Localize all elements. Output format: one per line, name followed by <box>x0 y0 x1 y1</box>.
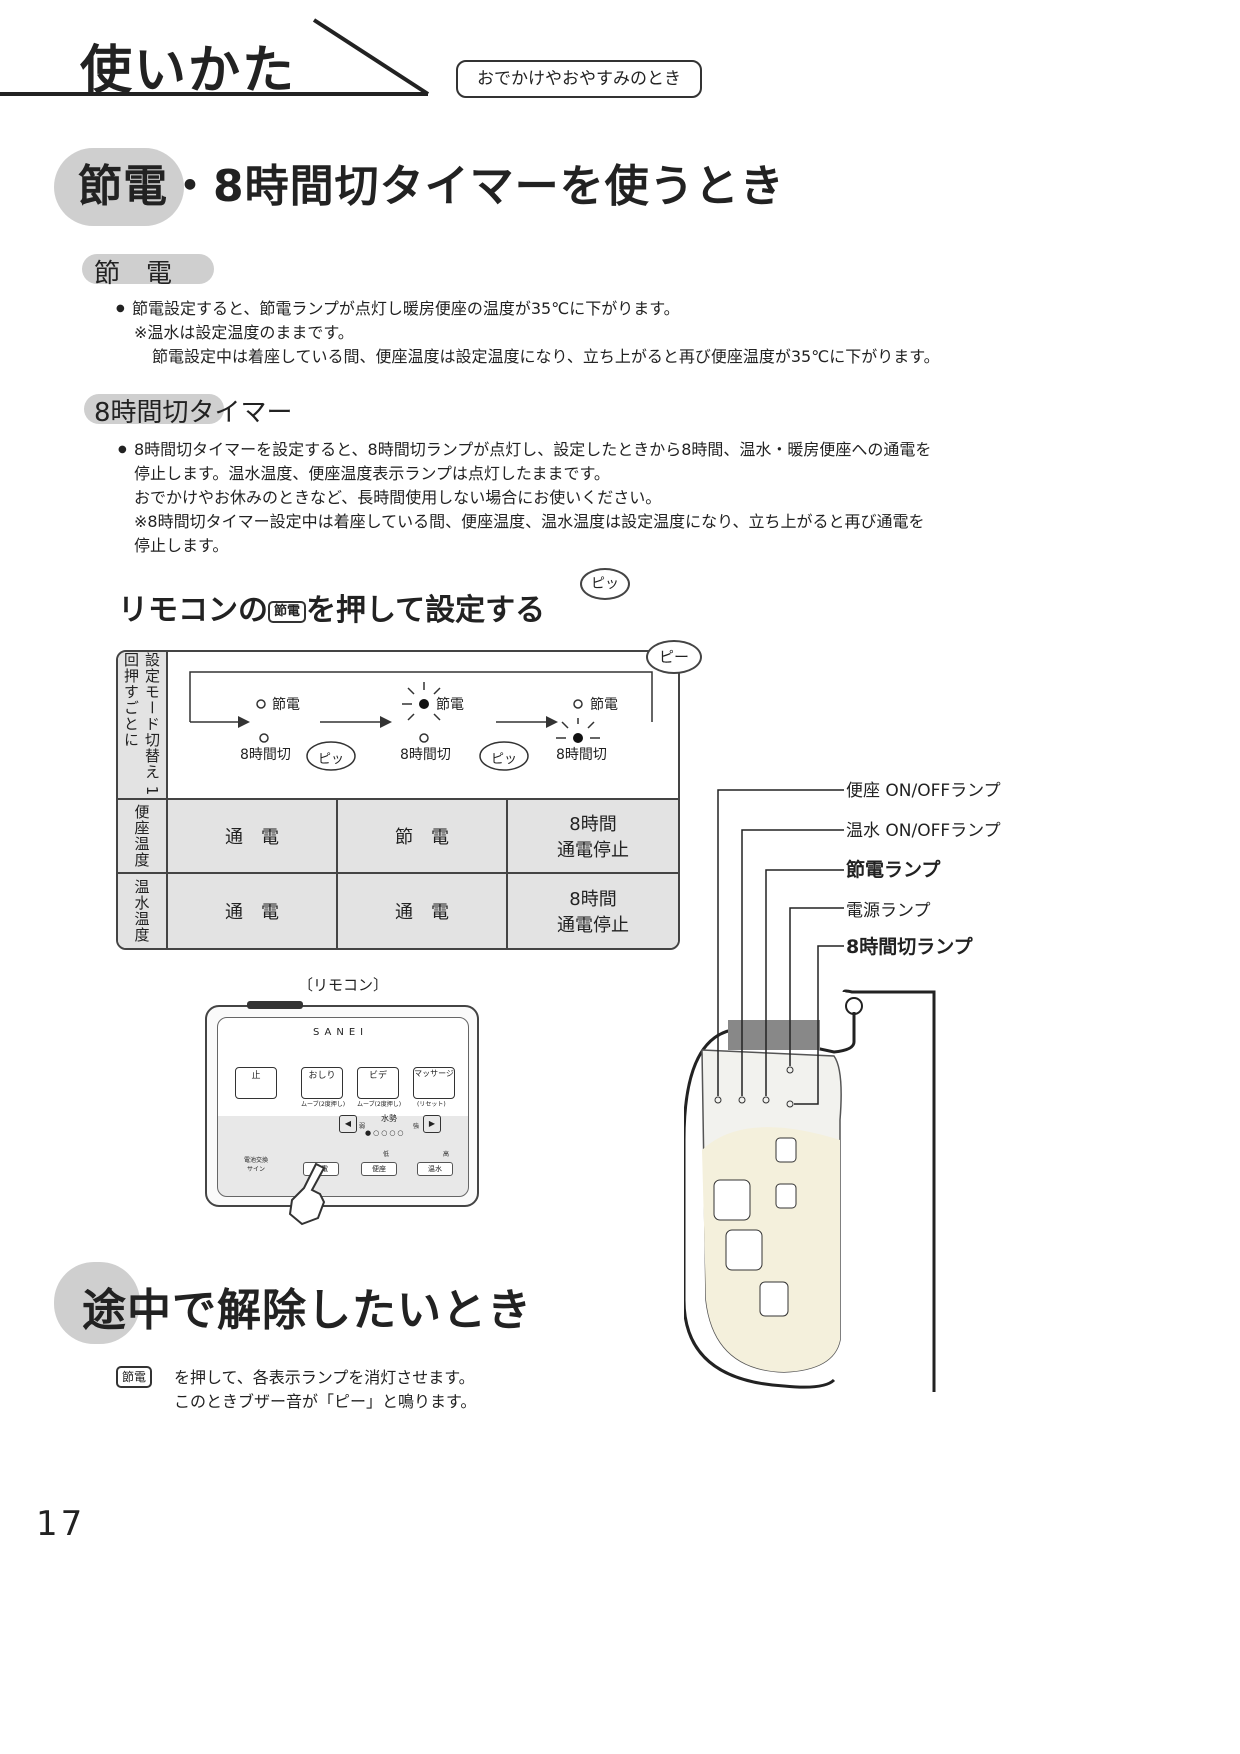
mode-table: 設定モード切替え 1回押すごとに <box>116 650 680 950</box>
section1-title: 節電・8時間切タイマーを使うとき <box>78 161 785 212</box>
sub2-title: 8時間切タイマー <box>94 398 293 428</box>
state3-bottom: 8時間切 <box>556 747 607 763</box>
section2-line-2: このときブザー音が「ピー」と鳴ります。 <box>174 1392 477 1411</box>
cell-seat-2: 節 電 <box>338 800 508 874</box>
subtitle-blob <box>82 254 214 284</box>
instruction: リモコンの節電を押して設定する <box>118 585 545 629</box>
lamp-label-water: 温水 ON/OFFランプ <box>846 821 1001 841</box>
setsuden-key[interactable]: 節電 <box>268 600 307 623</box>
temp-low: 低 <box>383 1151 390 1158</box>
water-low: 弱 <box>359 1123 366 1130</box>
sub1-line-2: ※温水は設定温度のままです。 <box>134 323 354 342</box>
state1-bottom: 8時間切 <box>240 747 291 763</box>
beep-end-bubble: ピー <box>646 640 702 674</box>
remote-massage-button[interactable]: マッサージ <box>413 1067 455 1099</box>
mode-header: 設定モード切替え 1回押すごとに <box>118 652 168 800</box>
lamp-label-seat: 便座 ON/OFFランプ <box>846 781 1001 801</box>
remote-emitter <box>247 1001 303 1009</box>
remote-caption: 〔リモコン〕 <box>298 976 389 994</box>
instruction-suffix: を押して設定する <box>306 593 546 628</box>
sub2-line-2: 停止します。温水温度、便座温度表示ランプは点灯したままです。 <box>134 464 610 483</box>
beep-bubble: ピッ <box>580 568 630 600</box>
section2-setsuden-key[interactable]: 節電 <box>116 1366 153 1388</box>
state2-top: 節電 <box>436 697 464 713</box>
remote: SANEI 止 おしり ビデ マッサージ ムーブ(2度押し) ムーブ(2度押し)… <box>205 1001 479 1207</box>
pointing-hand-icon <box>288 1162 326 1226</box>
mode-sequence-diagram <box>189 671 653 771</box>
instruction-prefix: リモコンの <box>118 593 268 628</box>
beep-1: ピッ <box>318 752 345 767</box>
remote-brand: SANEI <box>313 1027 369 1038</box>
state3-top: 節電 <box>590 697 618 713</box>
remote-note-3: (リセット) <box>417 1101 446 1108</box>
sub2-line-5: 停止します。 <box>134 536 229 555</box>
section2-line-1: を押して、各表示ランプを消灯させます。 <box>174 1368 475 1387</box>
seat-diagram <box>684 789 936 1392</box>
page-number: 17 <box>36 1504 86 1544</box>
sub1-line-1: 節電設定すると、節電ランプが点灯し暖房便座の温度が35℃に下がります。 <box>116 297 680 321</box>
cell-seat-3: 8時間 通電停止 <box>508 800 678 874</box>
header-slash <box>312 18 430 96</box>
remote-note-2: ムーブ(2度押し) <box>357 1101 402 1108</box>
section2-title: 途中で解除したいとき <box>82 1285 532 1336</box>
state2-bottom: 8時間切 <box>400 747 451 763</box>
mode-sequence: 節電 8時間切 節電 8時間切 節電 8時間切 ピッ ピッ <box>168 652 678 800</box>
sub2-line-3: おでかけやお休みのときなど、長時間使用しない場合にお使いください。 <box>134 488 662 507</box>
header-tag: おでかけやおやすみのとき <box>456 60 702 98</box>
battery-sign: 電池交換サイン <box>243 1157 268 1173</box>
beep-2: ピッ <box>491 752 518 767</box>
remote-note-1: ムーブ(2度押し) <box>301 1101 346 1108</box>
remote-seat-button[interactable]: 便座 <box>361 1162 397 1176</box>
row-header-seat: 便座温度 <box>118 800 168 874</box>
water-up-button[interactable]: ▶ <box>423 1115 441 1133</box>
subtitle-blob-2 <box>84 394 224 424</box>
cell-water-3: 8時間 通電停止 <box>508 874 678 948</box>
remote-oshiri-button[interactable]: おしり <box>301 1067 343 1099</box>
state1-top: 節電 <box>272 697 300 713</box>
sub1-title: 節 電 <box>94 259 173 289</box>
water-level-dots: ●○○○○ <box>365 1129 406 1137</box>
sub2-line-4: ※8時間切タイマー設定中は着座している間、便座温度、温水温度は設定温度になり、立… <box>134 512 925 531</box>
cell-water-1: 通 電 <box>168 874 338 948</box>
temp-high: 高 <box>443 1151 450 1158</box>
lamp-label-8h: 8時間切ランプ <box>846 936 973 958</box>
remote-water-button[interactable]: 温水 <box>417 1162 453 1176</box>
remote-stop-button[interactable]: 止 <box>235 1067 277 1099</box>
sub2-line-1: 8時間切タイマーを設定すると、8時間切ランプが点灯し、設定したときから8時間、温… <box>118 438 931 462</box>
title-blob-2 <box>54 1262 140 1344</box>
lamp-label-power: 電源ランプ <box>846 901 931 921</box>
lamp-label-setsuden: 節電ランプ <box>846 859 941 881</box>
water-down-button[interactable]: ◀ <box>339 1115 357 1133</box>
row-header-water: 温水温度 <box>118 874 168 948</box>
remote-bidet-button[interactable]: ビデ <box>357 1067 399 1099</box>
water-high: 強 <box>413 1123 420 1130</box>
cell-seat-1: 通 電 <box>168 800 338 874</box>
water-label: 水勢 <box>381 1114 397 1123</box>
section2-key-wrap: 節電 <box>116 1366 153 1388</box>
header-title: 使いかた <box>80 41 297 101</box>
header-rule <box>0 92 428 96</box>
sub1-line-3: 節電設定中は着座している間、便座温度は設定温度になり、立ち上がると再び便座温度が… <box>152 347 940 366</box>
title-blob <box>54 148 184 226</box>
cell-water-2: 通 電 <box>338 874 508 948</box>
